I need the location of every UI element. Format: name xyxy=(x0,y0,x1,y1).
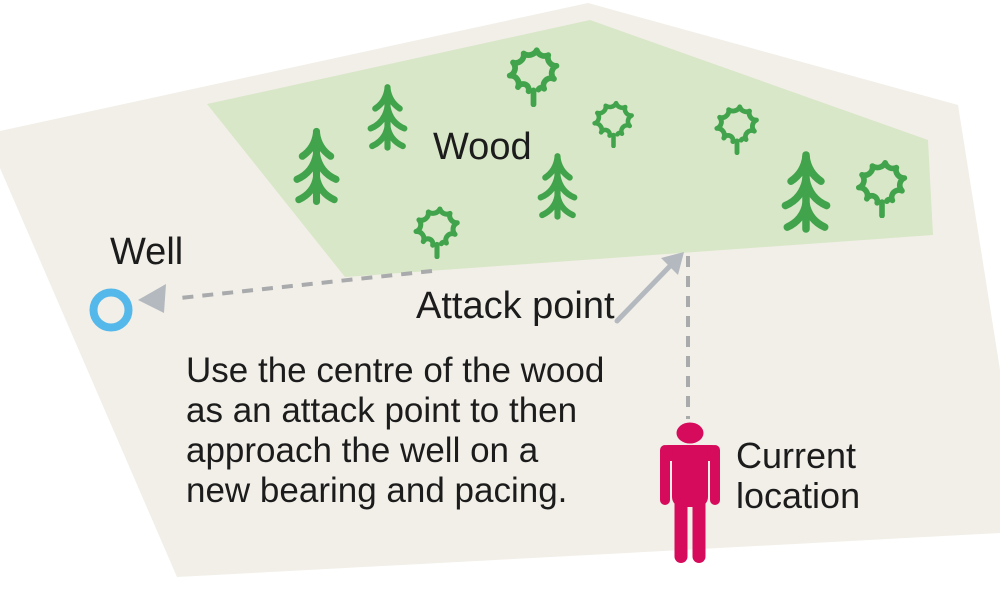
caption-line: approach the well on a xyxy=(186,431,539,470)
caption-line: as an attack point to then xyxy=(186,391,578,430)
wood-label: Wood xyxy=(433,126,532,168)
well-arrowhead-icon xyxy=(138,284,166,313)
attack-point-label: Attack point xyxy=(416,285,615,327)
well-circle-icon xyxy=(89,288,133,332)
current-location-label: Current location xyxy=(736,435,861,516)
route-to-well-dashed-line xyxy=(179,269,433,300)
attack-point-arrow-line xyxy=(614,262,674,324)
person-icon xyxy=(660,422,720,563)
well-label: Well xyxy=(110,231,184,273)
caption-text: Use the centre of the wood as an attack … xyxy=(186,351,604,511)
caption-line: Use the centre of the wood xyxy=(186,351,605,390)
attack-point-arrowhead-icon xyxy=(661,252,684,275)
caption-line: new bearing and pacing. xyxy=(186,471,568,510)
